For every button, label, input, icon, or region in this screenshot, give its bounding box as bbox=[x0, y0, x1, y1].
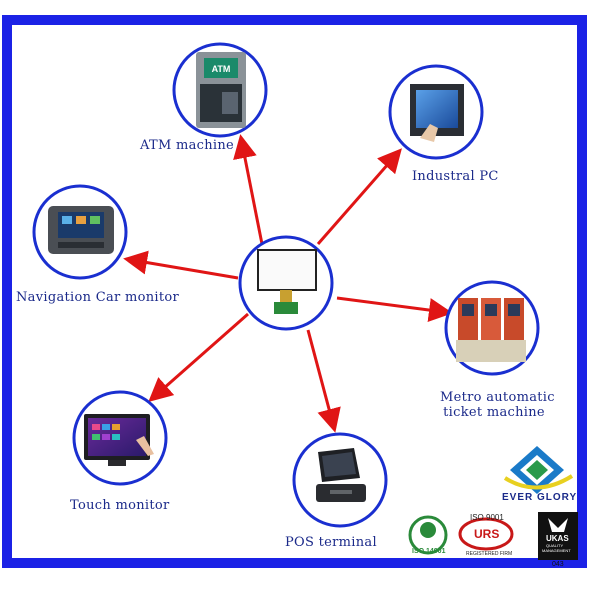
ukas-sub1-text: QUALITY bbox=[546, 543, 564, 548]
industrial-pc-node bbox=[388, 64, 484, 160]
pos-node bbox=[292, 432, 388, 528]
car-screen bbox=[58, 212, 104, 238]
urs-iso-9001-logo bbox=[458, 517, 514, 551]
hand-icon bbox=[136, 436, 154, 456]
hand-icon bbox=[420, 124, 438, 142]
metro-label-line1: Metro automatic bbox=[440, 390, 555, 405]
atm-label: ATM machine bbox=[140, 138, 235, 153]
touch-monitor-label: Touch monitor bbox=[70, 498, 170, 513]
atm-screen bbox=[204, 58, 238, 78]
iso9001-text: ISO 9001 bbox=[470, 513, 504, 522]
ukas-number: 043 bbox=[552, 561, 564, 568]
atm-node: ATM bbox=[172, 42, 268, 138]
arrow-to-pos bbox=[306, 329, 341, 433]
ukas-logo bbox=[538, 512, 578, 560]
iso14001-text: ISO 14001 bbox=[412, 548, 446, 555]
atm-screen-text: ATM bbox=[212, 64, 231, 74]
flex-cable bbox=[280, 290, 292, 302]
arrows bbox=[123, 134, 453, 433]
ukas-sub2-text: MANAGEMENT bbox=[542, 548, 571, 553]
arrow-to-navigation bbox=[123, 250, 239, 280]
metro-label: Metro automatic ticket machine bbox=[440, 390, 555, 420]
industrial-screen bbox=[416, 90, 458, 128]
arrow-to-touch bbox=[148, 312, 249, 402]
navigation-node bbox=[32, 184, 128, 280]
urs-text: URS bbox=[474, 527, 500, 541]
touch-panel-glass bbox=[257, 249, 317, 291]
arrow-to-metro bbox=[336, 296, 453, 322]
center-touch-panel bbox=[238, 235, 334, 331]
urs-sub-text: REGISTERED FIRM bbox=[466, 551, 513, 557]
metro-label-line2: ticket machine bbox=[443, 405, 545, 420]
brand-name: EVER GLORY bbox=[502, 492, 578, 503]
controller-board bbox=[274, 302, 298, 314]
industrial-pc-label: Industral PC bbox=[412, 169, 499, 184]
iso-14001-logo bbox=[408, 515, 448, 555]
arrow-to-industrial bbox=[316, 148, 402, 245]
ever-glory-logo bbox=[503, 446, 574, 494]
navigation-label: Navigation Car monitor bbox=[16, 290, 180, 305]
ukas-text: UKAS bbox=[546, 534, 569, 543]
pos-terminal-label: POS terminal bbox=[285, 535, 377, 550]
touch-monitor-node bbox=[72, 390, 168, 486]
arrow-to-atm bbox=[233, 134, 264, 245]
metro-node bbox=[444, 280, 540, 376]
